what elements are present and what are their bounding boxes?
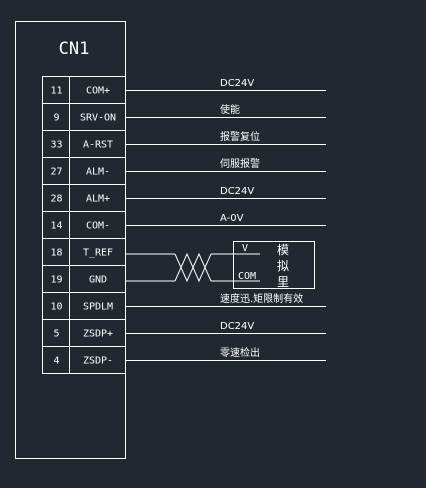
analog-label-char-2: 拟 <box>277 259 289 273</box>
pin-number: 11 <box>50 86 62 97</box>
wire-label: 零速检出 <box>220 346 260 359</box>
pin-signal: COM+ <box>86 86 110 97</box>
pin-signal: SRV-ON <box>80 113 116 124</box>
pin-number: 19 <box>50 275 62 286</box>
terminal-v-label: V <box>242 243 248 254</box>
pin-number: 28 <box>50 194 62 205</box>
analog-box: V COM 模 拟 里 <box>233 241 315 289</box>
connector-title: CN1 <box>59 39 90 59</box>
analog-box-frame <box>233 241 315 289</box>
analog-label-char-3: 里 <box>277 275 289 289</box>
pin-number: 5 <box>53 329 59 340</box>
pin-number: 33 <box>50 140 62 151</box>
pin-signal: ZSDP+ <box>83 329 113 340</box>
wire-label: 速度迅.矩限制有效 <box>220 292 303 305</box>
pin-table: 11 COM+ 9 SRV-ON 33 A-RST 27 ALM- 28 ALM+ 14 COM- 18… <box>42 76 126 374</box>
terminal-com-label: COM <box>238 271 256 282</box>
wire-label: 报警复位 <box>220 130 260 143</box>
wire-label: 伺服报警 <box>220 157 260 170</box>
wire-label: A-0V <box>220 213 244 224</box>
wire-label: DC24V <box>220 321 254 332</box>
pin-signal: ALM+ <box>86 194 110 205</box>
pin-signal: T_REF <box>83 248 113 259</box>
analog-label-char-1: 模 <box>277 243 289 257</box>
wire-label: 使能 <box>220 103 240 116</box>
pin-number: 18 <box>50 248 62 259</box>
pin-signal: SPDLM <box>83 302 113 313</box>
pin-number: 4 <box>53 356 59 367</box>
pin-signal: A-RST <box>83 140 113 151</box>
pin-number: 27 <box>50 167 62 178</box>
pin-signal: ALM- <box>86 167 110 178</box>
pin-number: 10 <box>50 302 62 313</box>
pin-number: 9 <box>53 113 59 124</box>
pin-signal: COM- <box>86 221 110 232</box>
wire-label: DC24V <box>220 186 254 197</box>
pin-signal: ZSDP- <box>83 356 113 367</box>
pin-number: 14 <box>50 221 62 232</box>
wire-label: DC24V <box>220 78 254 89</box>
twisted-pair-crossing <box>125 252 260 283</box>
pin-signal: GND <box>89 275 107 286</box>
